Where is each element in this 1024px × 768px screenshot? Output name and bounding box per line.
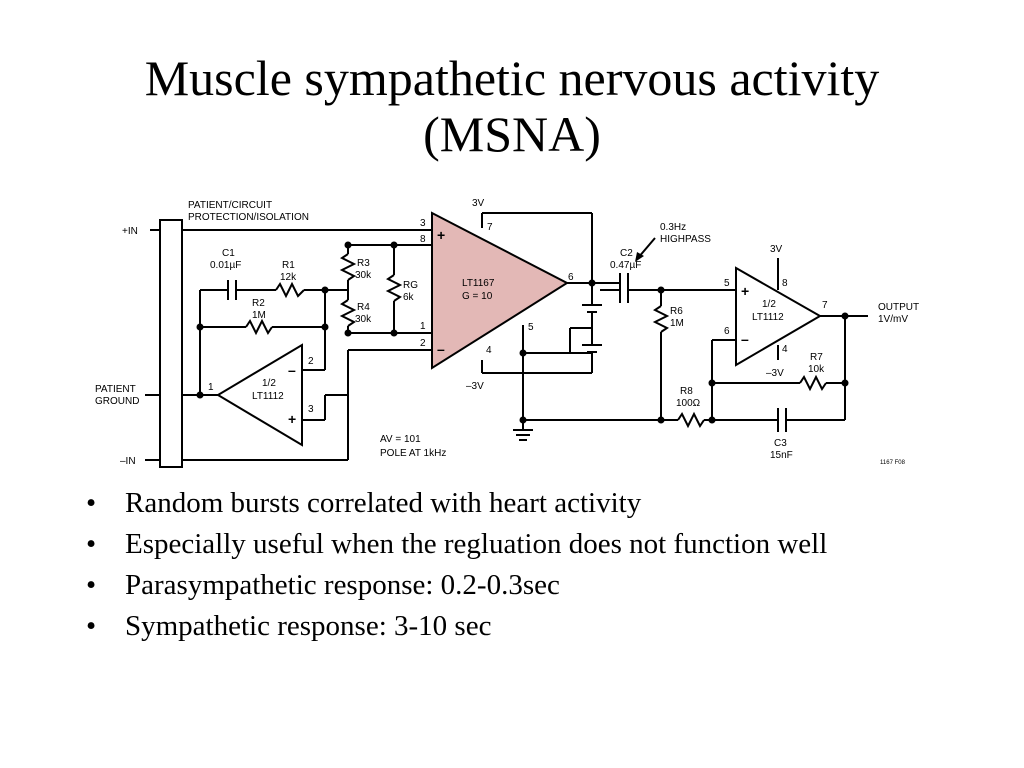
lt1167-supply-neg: –3V bbox=[466, 381, 484, 392]
c2-label: C2 bbox=[620, 248, 633, 259]
lt1112-left-label: LT1112 bbox=[252, 391, 284, 402]
c2-value: 0.47µF bbox=[610, 260, 641, 271]
c3-value: 15nF bbox=[770, 450, 793, 461]
pin-a3: 3 bbox=[420, 218, 426, 229]
bullet-list: • Random bursts correlated with heart act… bbox=[86, 488, 936, 652]
bullet-item: • Sympathetic response: 3-10 sec bbox=[86, 611, 936, 642]
pin-a1: 1 bbox=[420, 321, 426, 332]
r3-value: 30k bbox=[355, 270, 372, 281]
bullet-text: Parasympathetic response: 0.2-0.3sec bbox=[125, 569, 560, 601]
pin-a4: 4 bbox=[486, 345, 492, 356]
output-scale: 1V/mV bbox=[878, 314, 908, 325]
r3-label: R3 bbox=[357, 258, 370, 269]
rg-value: 6k bbox=[403, 292, 415, 303]
pin-l1: 1 bbox=[208, 382, 214, 393]
pin-a6: 6 bbox=[568, 272, 574, 283]
lt1112-left-plus-sign: + bbox=[288, 411, 296, 427]
lt1112-right-minus-sign: – bbox=[741, 331, 749, 347]
r4-label: R4 bbox=[357, 302, 370, 313]
in-plus-label: +IN bbox=[122, 226, 138, 237]
r7-resistor bbox=[799, 374, 827, 392]
protection-label-1: PATIENT/CIRCUIT bbox=[188, 200, 272, 211]
lt1112-left-half: 1/2 bbox=[262, 378, 276, 389]
bullet-dot: • bbox=[86, 528, 97, 560]
r1-label: R1 bbox=[282, 260, 295, 271]
r2-value: 1M bbox=[252, 310, 266, 321]
lt1112-right-half: 1/2 bbox=[762, 299, 776, 310]
pin-r6: 6 bbox=[724, 326, 730, 337]
lt1112-supply-neg: –3V bbox=[766, 368, 784, 379]
lt1167-supply-pos: 3V bbox=[472, 198, 485, 209]
output-label: OUTPUT bbox=[878, 302, 919, 313]
pin-l2: 2 bbox=[308, 356, 314, 367]
rg-label: RG bbox=[403, 280, 418, 291]
title-line-2: (MSNA) bbox=[423, 106, 601, 162]
pin-a8: 8 bbox=[420, 234, 426, 245]
r6-label: R6 bbox=[670, 306, 683, 317]
isolation-block bbox=[159, 219, 183, 468]
pin-a2: 2 bbox=[420, 338, 426, 349]
bullet-dot: • bbox=[86, 487, 97, 519]
figure-id: 1167 F08 bbox=[880, 460, 906, 466]
lt1112-supply-pos: 3V bbox=[770, 244, 783, 255]
r7-value: 10k bbox=[808, 364, 825, 375]
highpass-freq: 0.3Hz bbox=[660, 222, 686, 233]
pin-r4: 4 bbox=[782, 344, 788, 355]
lt1167-instrumentation-amp bbox=[431, 211, 570, 370]
r6-resistor bbox=[652, 305, 670, 333]
pin-r5: 5 bbox=[724, 278, 730, 289]
r8-resistor bbox=[677, 411, 705, 429]
pin-r8: 8 bbox=[782, 278, 788, 289]
pin-a7: 7 bbox=[487, 222, 493, 233]
bullet-dot: • bbox=[86, 569, 97, 601]
c3-label: C3 bbox=[774, 438, 787, 449]
pin-l3: 3 bbox=[308, 404, 314, 415]
bullet-item: • Random bursts correlated with heart act… bbox=[86, 488, 936, 519]
lt1112-left-opamp bbox=[216, 343, 303, 447]
c1-value: 0.01µF bbox=[210, 260, 241, 271]
r2-resistor bbox=[245, 318, 273, 336]
protection-label-2: PROTECTION/ISOLATION bbox=[188, 212, 309, 223]
bullet-text: Random bursts correlated with heart acti… bbox=[125, 487, 642, 519]
r4-resistor bbox=[339, 299, 357, 327]
c1-label: C1 bbox=[222, 248, 235, 259]
r4-value: 30k bbox=[355, 314, 372, 325]
r2-label: R2 bbox=[252, 298, 265, 309]
lt1167-label: LT1167 bbox=[462, 278, 495, 289]
r7-label: R7 bbox=[810, 352, 823, 363]
r1-resistor bbox=[275, 281, 305, 299]
r6-value: 1M bbox=[670, 318, 684, 329]
lt1112-left-minus-sign: – bbox=[288, 362, 296, 378]
bullet-text: Sympathetic response: 3-10 sec bbox=[125, 610, 492, 642]
r3-resistor bbox=[339, 253, 357, 281]
bullet-text: Especially useful when the regluation do… bbox=[125, 528, 828, 560]
lt1112-right-plus-sign: + bbox=[741, 283, 749, 299]
pin-a5: 5 bbox=[528, 322, 534, 333]
bullet-item: • Especially useful when the regluation d… bbox=[86, 529, 936, 560]
r1-value: 12k bbox=[280, 272, 297, 283]
lt1167-plus-sign: + bbox=[437, 227, 445, 243]
msna-amplifier-schematic: +IN –IN PATIENT GROUND PATIENT/CIRCUIT P… bbox=[95, 198, 919, 468]
gain-label: AV = 101 bbox=[380, 434, 421, 445]
lt1167-gain: G = 10 bbox=[462, 291, 493, 302]
pin-r7: 7 bbox=[822, 300, 828, 311]
patient-ground-label-1: PATIENT bbox=[95, 384, 136, 395]
slide-title: Muscle sympathetic nervous activity (MSN… bbox=[40, 50, 984, 162]
bullet-dot: • bbox=[86, 610, 97, 642]
r8-label: R8 bbox=[680, 386, 693, 397]
lt1112-right-opamp bbox=[735, 266, 822, 367]
title-line-1: Muscle sympathetic nervous activity bbox=[144, 50, 880, 106]
rg-resistor bbox=[385, 274, 403, 302]
lt1167-minus-sign: – bbox=[437, 341, 445, 357]
r8-value: 100Ω bbox=[676, 398, 701, 409]
patient-ground-label-2: GROUND bbox=[95, 396, 139, 407]
in-minus-label: –IN bbox=[120, 456, 136, 467]
bullet-item: • Parasympathetic response: 0.2-0.3sec bbox=[86, 570, 936, 601]
pole-label: POLE AT 1kHz bbox=[380, 448, 446, 459]
highpass-label: HIGHPASS bbox=[660, 234, 711, 245]
lt1112-right-label: LT1112 bbox=[752, 312, 784, 323]
